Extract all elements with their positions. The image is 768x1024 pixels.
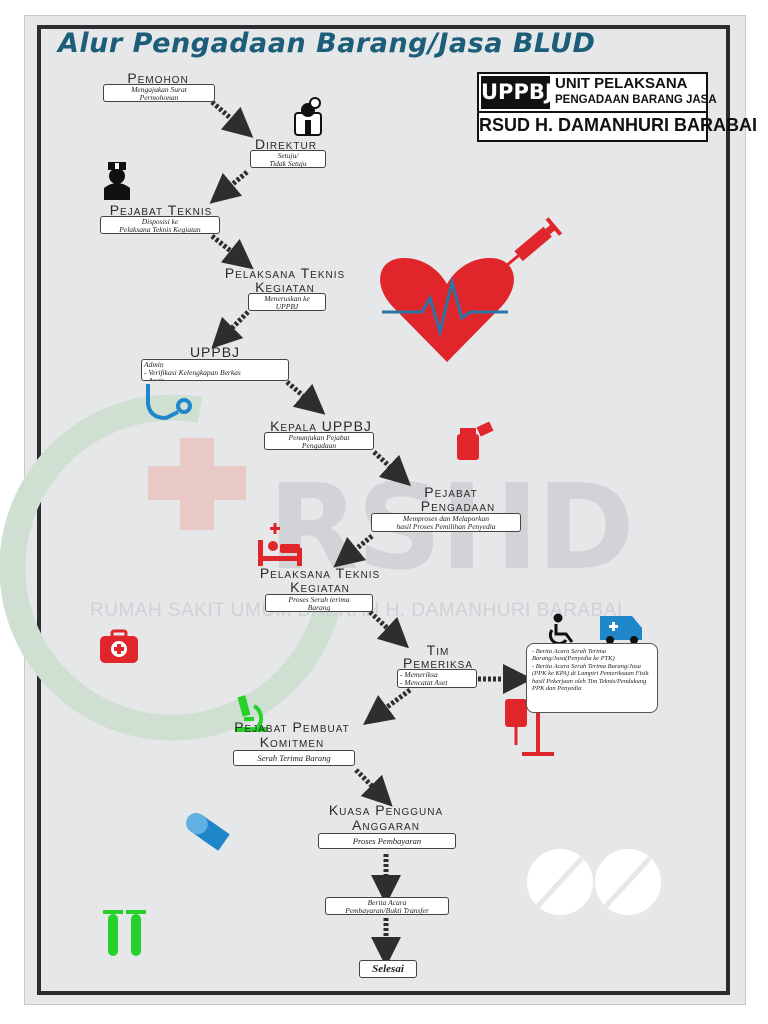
badge-code: UPPBJ [481, 76, 553, 109]
stethoscope-icon [146, 384, 192, 421]
pill-icon [527, 849, 661, 915]
wheelchair-icon [548, 613, 574, 646]
stage-berita-acara-note: Berita Acara Pembayaran/Bukti Transfer [325, 897, 449, 915]
syringe-icon [501, 217, 563, 270]
stage-ptk2-note: Proses Serah terima Barang [265, 594, 373, 612]
stage-tim-pemeriksa-note: - Memeriksa - Mencatat Aset [397, 669, 477, 688]
iv-drip-icon [505, 699, 554, 756]
arrow-direktur-pejabat-teknis [209, 170, 249, 204]
stage-pejabat-pengadaan-title-line1: Pejabat [424, 484, 478, 500]
poster-frame [37, 25, 730, 995]
watermark-cross-horizontal [148, 466, 246, 500]
side-note: - Berita Acara Serah Terima Barang/Jasa(… [526, 643, 658, 713]
stage-ppk-title-line1: Pejabat Pembuat [234, 719, 350, 735]
capsule-icon [186, 813, 230, 851]
ambulance-icon [600, 616, 642, 644]
side-note-item: - Berita Acara Serah Terima Barang/Jasa … [532, 662, 649, 693]
medicine-bottle-icon [457, 421, 494, 460]
stage-uppbj-note: Admin - Verifikasi Kelengkapan Berkas - … [141, 359, 289, 381]
nurse-icon [104, 162, 130, 200]
stage-tim-pemeriksa-title-line2: Pemeriksa [402, 655, 474, 671]
stage-pejabat-pengadaan-title-line2: Pengadaan [420, 498, 496, 514]
doctor-icon [294, 97, 322, 136]
stage-kpa-title-line2: Anggaran [352, 817, 420, 833]
stage-selesai-note: Selesai [359, 960, 417, 978]
watermark-swoosh [0, 394, 343, 741]
stage-pemohon-note: Mengajukan Surat Permohonan [103, 84, 215, 102]
stage-kepala-uppbj-note: Penunjukan Pejabat Pengadaan [264, 432, 374, 450]
first-aid-kit-icon [100, 629, 138, 663]
stage-ptk1-note: Meneruskan ke UPPBJ [248, 293, 326, 311]
arrow-ppk-kpa [354, 768, 393, 807]
stage-pejabat-teknis-note: Disposisi ke Pelaksana Teknis Kegiatan [100, 216, 220, 234]
stage-pejabat-pengadaan-note: Memproses dan Melaporkan hasil Proses Pe… [371, 513, 521, 532]
stage-ptk2-title-line1: Pelaksana Teknis [259, 565, 381, 581]
side-note-item: - Berita Acara Serah Terima Barang/Jasa(… [532, 648, 615, 663]
heartbeat-icon [380, 258, 514, 362]
badge-hospital-name: RSUD H. DAMANHURI BARABAI [479, 115, 757, 135]
arrow-pejabat-pengadaan-ptk [333, 534, 374, 568]
stage-kepala-uppbj-title: Kepala UPPBJ [270, 418, 372, 434]
arrow-pejabat-teknis-ptk [210, 234, 254, 270]
arrow-pemohon-direktur [210, 100, 254, 138]
test-tubes-icon [103, 910, 146, 956]
stage-ptk2-title-line2: Kegiatan [290, 579, 350, 595]
arrow-ptk-uppbj [211, 310, 250, 349]
stage-direktur-note: Setuju/ Tidak Setuju [250, 150, 326, 168]
stage-tim-pemeriksa-title-line1: Tim [426, 642, 450, 658]
arrow-ptk-tim-pemeriksa [368, 610, 409, 649]
unit-badge: UPPBJ UNIT PELAKSANA PENGADAAN BARANG JA… [477, 72, 757, 142]
arrow-uppbj-kepala [285, 380, 326, 415]
stage-ptk1-title-line2: Kegiatan [255, 279, 315, 295]
stage-pemohon-title: Pemohon [127, 70, 189, 86]
stage-ptk1-title-line1: Pelaksana Teknis [224, 265, 346, 281]
stage-direktur-title: Direktur [254, 136, 317, 152]
stage-ppk-note: Serah Terima Barang [233, 750, 355, 766]
stage-kpa-title-line1: Kuasa Pengguna [328, 802, 444, 818]
badge-divider [479, 111, 706, 113]
stage-uppbj-title: UPPBJ [189, 344, 241, 360]
hospital-bed-icon [258, 523, 302, 566]
arrow-tim-pemeriksa-ppk [362, 687, 412, 725]
stage-pejabat-teknis-title: Pejabat Teknis [109, 202, 213, 218]
arrow-kepala-pejabat-pengadaan [372, 450, 412, 487]
page-title: Alur Pengadaan Barang/Jasa BLUD [58, 28, 596, 59]
badge-unit-line2: PENGADAAN BARANG JASA [555, 94, 717, 106]
stage-kpa-note: Proses Pembayaran [318, 833, 456, 849]
microscope-icon [235, 695, 267, 732]
stage-ppk-title-line2: Komitmen [259, 734, 325, 750]
badge-unit-line1: UNIT PELAKSANA [555, 75, 688, 92]
